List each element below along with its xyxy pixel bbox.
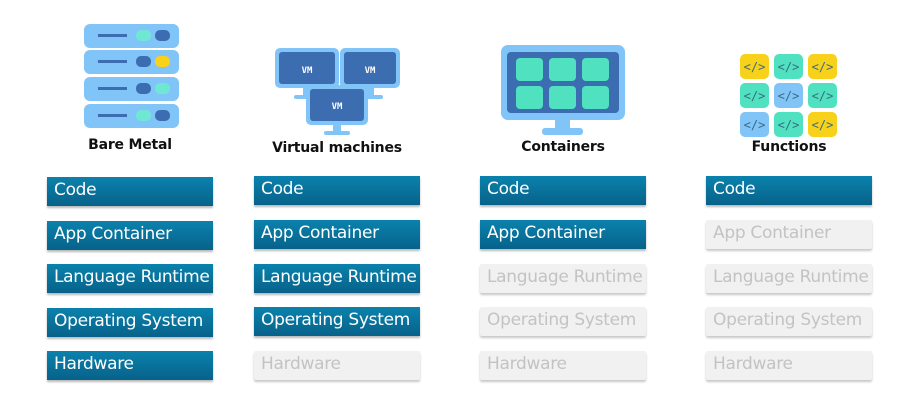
layer-code: Code (706, 176, 872, 205)
column-title: Bare Metal (88, 137, 172, 153)
column-containers: Containers Code App Container Language R… (480, 0, 646, 402)
column-functions: </> </> </> </> </> </> </> </> </> Functions Co… (706, 0, 872, 402)
code-tile-yellow: </> (808, 54, 837, 79)
code-tile-teal: </> (808, 83, 837, 108)
layer-operating-system: Operating System (47, 308, 213, 337)
layer-hardware: Hardware (706, 351, 872, 380)
code-glyph: </> (812, 89, 834, 103)
layer-app-container: App Container (254, 220, 420, 249)
code-tile-teal: </> (774, 112, 803, 137)
layer-language-runtime: Language Runtime (706, 264, 872, 293)
virtual-machines-icon: VM VM VM (254, 45, 420, 137)
layer-app-container: App Container (706, 220, 872, 249)
code-tile-yellow: </> (740, 54, 769, 79)
code-tile-yellow: </> (808, 112, 837, 137)
layer-code: Code (47, 177, 213, 206)
code-tile-teal: </> (774, 54, 803, 79)
layer-operating-system: Operating System (254, 307, 420, 336)
code-glyph: </> (812, 60, 834, 74)
layer-language-runtime: Language Runtime (47, 264, 213, 293)
containers-monitor-icon (480, 42, 646, 137)
vm-label: VM (365, 66, 376, 76)
code-tile-blue: </> (740, 112, 769, 137)
code-glyph: </> (744, 60, 766, 74)
layer-language-runtime: Language Runtime (254, 264, 420, 293)
column-title: Containers (521, 139, 605, 155)
column-virtual-machines: VM VM VM Virtual machines Code App Conta… (254, 0, 420, 402)
code-glyph: </> (744, 118, 766, 132)
column-title: Virtual machines (272, 140, 402, 156)
code-glyph: </> (744, 89, 766, 103)
layer-app-container: App Container (47, 221, 213, 250)
layer-operating-system: Operating System (480, 307, 646, 336)
code-glyph: </> (778, 118, 800, 132)
code-glyph: </> (778, 60, 800, 74)
code-glyph: </> (778, 89, 800, 103)
layer-code: Code (480, 176, 646, 205)
server-rack-icon (47, 20, 213, 130)
code-functions-grid-icon: </> </> </> </> </> </> </> </> </> (706, 53, 872, 138)
layer-code: Code (254, 176, 420, 205)
column-title: Functions (751, 139, 827, 155)
code-tile-teal: </> (740, 83, 769, 108)
layer-hardware: Hardware (480, 351, 646, 380)
vm-label: VM (332, 102, 343, 112)
column-bare-metal: Bare Metal Code App Container Language R… (47, 0, 213, 402)
layer-app-container: App Container (480, 220, 646, 249)
layer-operating-system: Operating System (706, 307, 872, 336)
code-glyph: </> (812, 118, 834, 132)
layer-language-runtime: Language Runtime (480, 264, 646, 293)
layer-hardware: Hardware (254, 351, 420, 380)
vm-label: VM (302, 66, 313, 76)
layer-hardware: Hardware (47, 351, 213, 380)
code-tile-blue: </> (774, 83, 803, 108)
